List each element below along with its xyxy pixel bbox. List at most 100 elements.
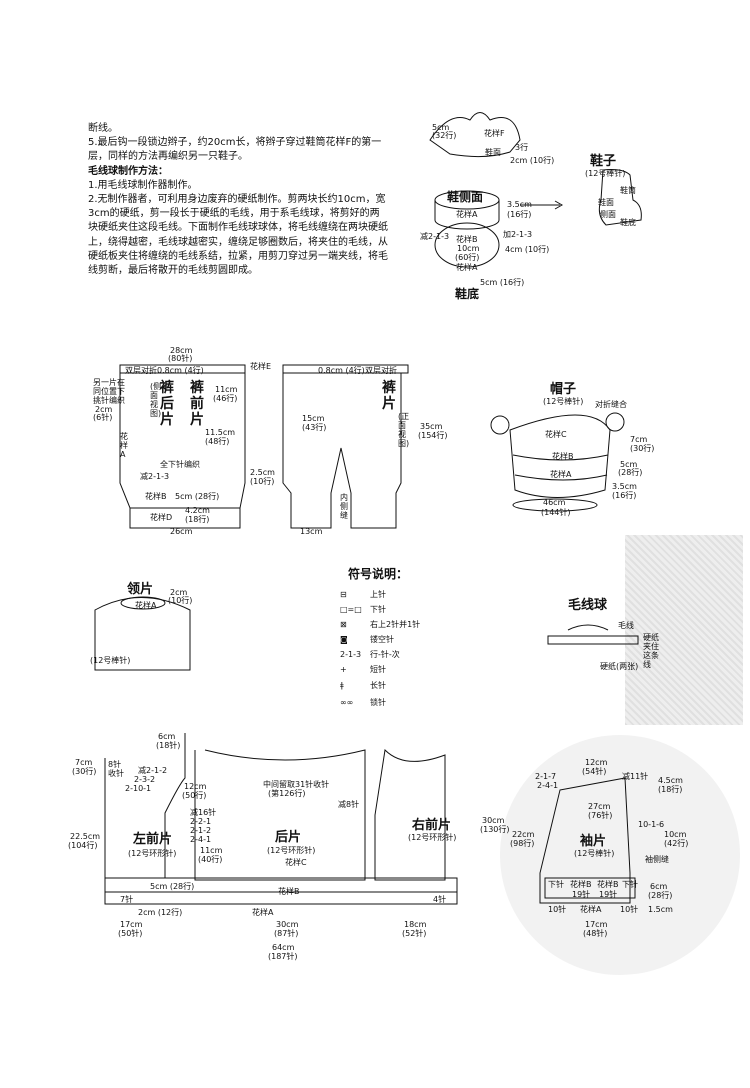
sleeve-l7: 27cm: [588, 802, 611, 811]
shoe-needle: (12号棒针): [585, 169, 626, 178]
body-l30: (50针): [118, 929, 143, 938]
pants-l26: (43行): [302, 423, 327, 432]
body-l3: (30行): [72, 767, 97, 776]
shoe-l12: 10cm: [457, 244, 480, 253]
collar-l2: 花样A: [135, 601, 157, 610]
right-front-outline: [374, 748, 446, 881]
hat-brim: [512, 498, 598, 512]
body-l33: 18cm: [404, 920, 427, 929]
body-l19: (104行): [68, 841, 98, 850]
shoe-l19: 花样B: [456, 235, 478, 244]
shoe-l5: 2cm (10行): [510, 156, 555, 165]
pants-back-outline: [119, 373, 246, 529]
pants-l11: 11.5cm: [205, 428, 236, 437]
shoe-cuff-shape: [429, 112, 521, 158]
body-l6: 减2-1-2: [138, 766, 168, 775]
pants-front-outline: [282, 373, 402, 529]
pants-l2: 双层对折0.8cm (4行): [125, 366, 204, 375]
body-l0: 6cm: [158, 732, 176, 741]
pants-l22: 26cm: [170, 527, 193, 536]
instr-line-4: 2.无制作器者，可利用身边废弃的硬纸制作。剪两块长约10cm，宽3cm的硬纸，剪…: [88, 194, 388, 277]
back-needle: (12号环形针): [267, 846, 316, 855]
hat-l3: 花样A: [550, 470, 572, 479]
sleeve-l11: 10-1-6: [638, 820, 665, 829]
body-l20: 11cm: [200, 846, 223, 855]
body-l27: 2cm (12行): [138, 908, 183, 917]
pants-l4: 另一片在同位置下挑针编织: [93, 378, 125, 405]
sleeve-l6: (18行): [658, 785, 683, 794]
body-l11: 12cm: [184, 782, 207, 791]
body-l7: 2-3-2: [134, 775, 156, 784]
collar-title: 领片: [127, 582, 154, 597]
shoe-l0: 5cm: [432, 123, 450, 132]
hat-l6: 5cm: [620, 460, 638, 469]
pants-l7: (46行): [213, 394, 238, 403]
pompom-yarn: [567, 624, 609, 631]
instr-line-1: 5.最后钩一段锁边辫子，约20cm长，将辫子穿过鞋筒花样F的第一层，同样的方法再…: [88, 137, 382, 163]
body-l36: (187针): [268, 952, 298, 961]
shoe-l20: 花样A: [456, 263, 478, 272]
sleeve-l20: 下针: [622, 880, 638, 889]
pants-piece-title: 裤片: [382, 380, 396, 412]
back-outline: [194, 749, 366, 881]
pants-l23: 0.8cm (4行): [318, 366, 365, 375]
shoe-sole-title: 鞋底: [455, 287, 480, 301]
shoe-l9: 减2-1-3: [420, 232, 450, 241]
gray-texture-patch: [625, 535, 743, 725]
shoe-arrowhead: [554, 200, 564, 210]
pompom-title: 毛线球: [568, 598, 608, 613]
instr-line-0: 断线。: [88, 123, 118, 134]
pants-l27: (正面视图): [398, 412, 410, 448]
sleeve-l24: 花样A: [580, 905, 602, 914]
shoe-3d: [598, 169, 642, 226]
pants-l17: 花样B: [145, 492, 167, 501]
sleeve-l19: 19针: [599, 890, 618, 899]
pants-front-waist: [282, 364, 409, 374]
legend-row: ⊟上针: [340, 590, 386, 599]
hat-l10: 46cm: [543, 498, 566, 507]
hat-stripes: [512, 454, 609, 481]
back-title: 后片: [275, 830, 302, 845]
pants-l14: 减2-1-3: [140, 472, 170, 481]
shoe-side-title: 鞋侧面: [447, 190, 484, 204]
legend-row: ◙镂空针: [340, 635, 394, 644]
body-l28: 4针: [433, 895, 447, 904]
sleeve-cuff: [544, 877, 636, 899]
pants-back-title: 裤后片: [160, 380, 174, 428]
body-l12: (50行): [182, 791, 207, 800]
hem-band: [104, 891, 458, 905]
body-l38: (130行): [480, 825, 510, 834]
pompom-left: [490, 415, 510, 435]
shoe-l17: 侧面: [600, 210, 616, 219]
body-l21: (40行): [198, 855, 223, 864]
body-l15: 2-1-2: [190, 826, 212, 835]
collar-needle: (12号棒针): [90, 656, 131, 665]
legend-row: +短针: [340, 665, 386, 674]
sleeve-l17: 19针: [572, 890, 591, 899]
pants-l24: 双层对折: [365, 366, 397, 375]
pants-l8: 2cm: [95, 405, 113, 414]
hat-l4: 7cm: [630, 435, 648, 444]
shoe-side-band: [434, 200, 500, 230]
pants-l3: 花样E: [250, 362, 272, 371]
body-l10: (第126行): [268, 789, 306, 798]
shoe-l14: 5cm (16行): [480, 278, 525, 287]
left-front-needle: (12号环形针): [128, 849, 177, 858]
shoe-l11: 4cm (10行): [505, 245, 550, 254]
pants-l13: 全下针编织: [160, 460, 200, 469]
body-l25: 5cm (28行): [150, 882, 195, 891]
pants-l29: (154行): [418, 431, 448, 440]
sleeve-l26: 1.5cm: [648, 905, 673, 914]
sleeve-l0: 12cm: [585, 758, 608, 767]
body-l29: 17cm: [120, 920, 143, 929]
pants-l0: 28cm: [170, 346, 193, 355]
pants-l18: 5cm (28行): [175, 492, 220, 501]
pants-l15: 2.5cm: [250, 468, 275, 477]
watermark-circle: [500, 735, 740, 975]
sleeve-l13: (42行): [664, 839, 689, 848]
collar-l1: (10行): [168, 596, 193, 605]
body-l22: 花样C: [285, 858, 307, 867]
right-front-needle: (12号环形针): [408, 833, 457, 842]
